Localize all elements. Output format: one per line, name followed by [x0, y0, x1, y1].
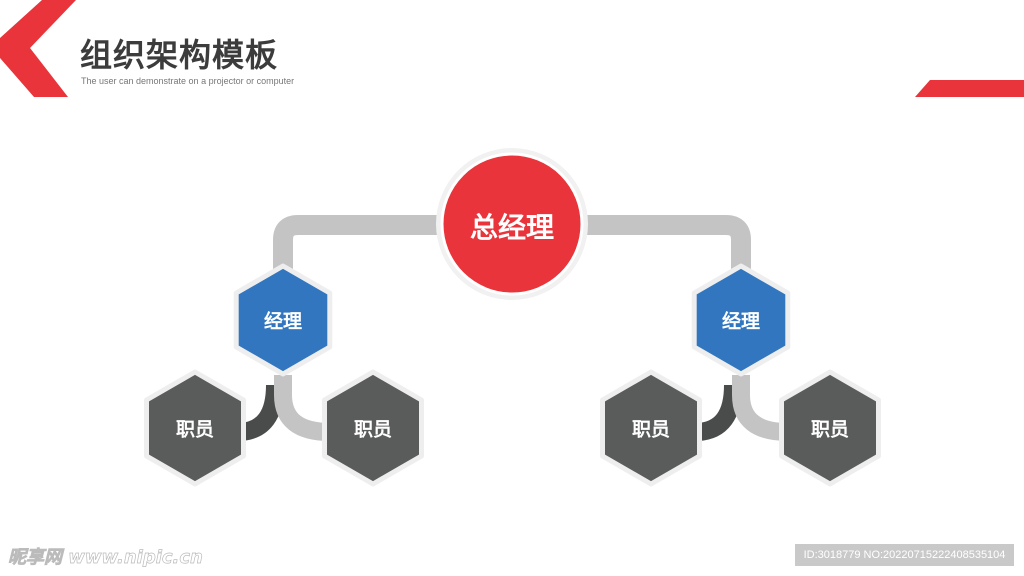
- page-title: 组织架构模板: [80, 36, 279, 74]
- manager-right-label: 经理: [721, 310, 761, 333]
- manager-node-right: [691, 263, 791, 377]
- ceo-label: 总经理: [469, 211, 555, 244]
- staff-node: [779, 369, 881, 487]
- connector-right-staff: [732, 375, 789, 441]
- staff-node: [322, 369, 424, 487]
- staff-label: 职员: [810, 418, 850, 441]
- staff-label: 职员: [175, 418, 215, 441]
- manager-left-label: 经理: [263, 310, 303, 333]
- staff-node: [144, 369, 246, 487]
- manager-node-left: [233, 263, 333, 377]
- staff-node: [600, 369, 702, 487]
- image-id-badge: ID:3018779 NO:20220715222408535104: [795, 544, 1014, 566]
- ceo-node: [440, 152, 584, 296]
- connector-right-staff-dark: [696, 384, 742, 441]
- red-bar-decoration: [915, 80, 1024, 97]
- watermark-logo: 昵享网 www.nipic.cn: [8, 547, 204, 569]
- page-subtitle: The user can demonstrate on a projector …: [81, 76, 295, 86]
- connector-left-staff: [274, 375, 331, 441]
- staff-label: 职员: [631, 418, 671, 441]
- red-chevron-decoration: [0, 0, 76, 97]
- staff-label: 职员: [353, 418, 393, 441]
